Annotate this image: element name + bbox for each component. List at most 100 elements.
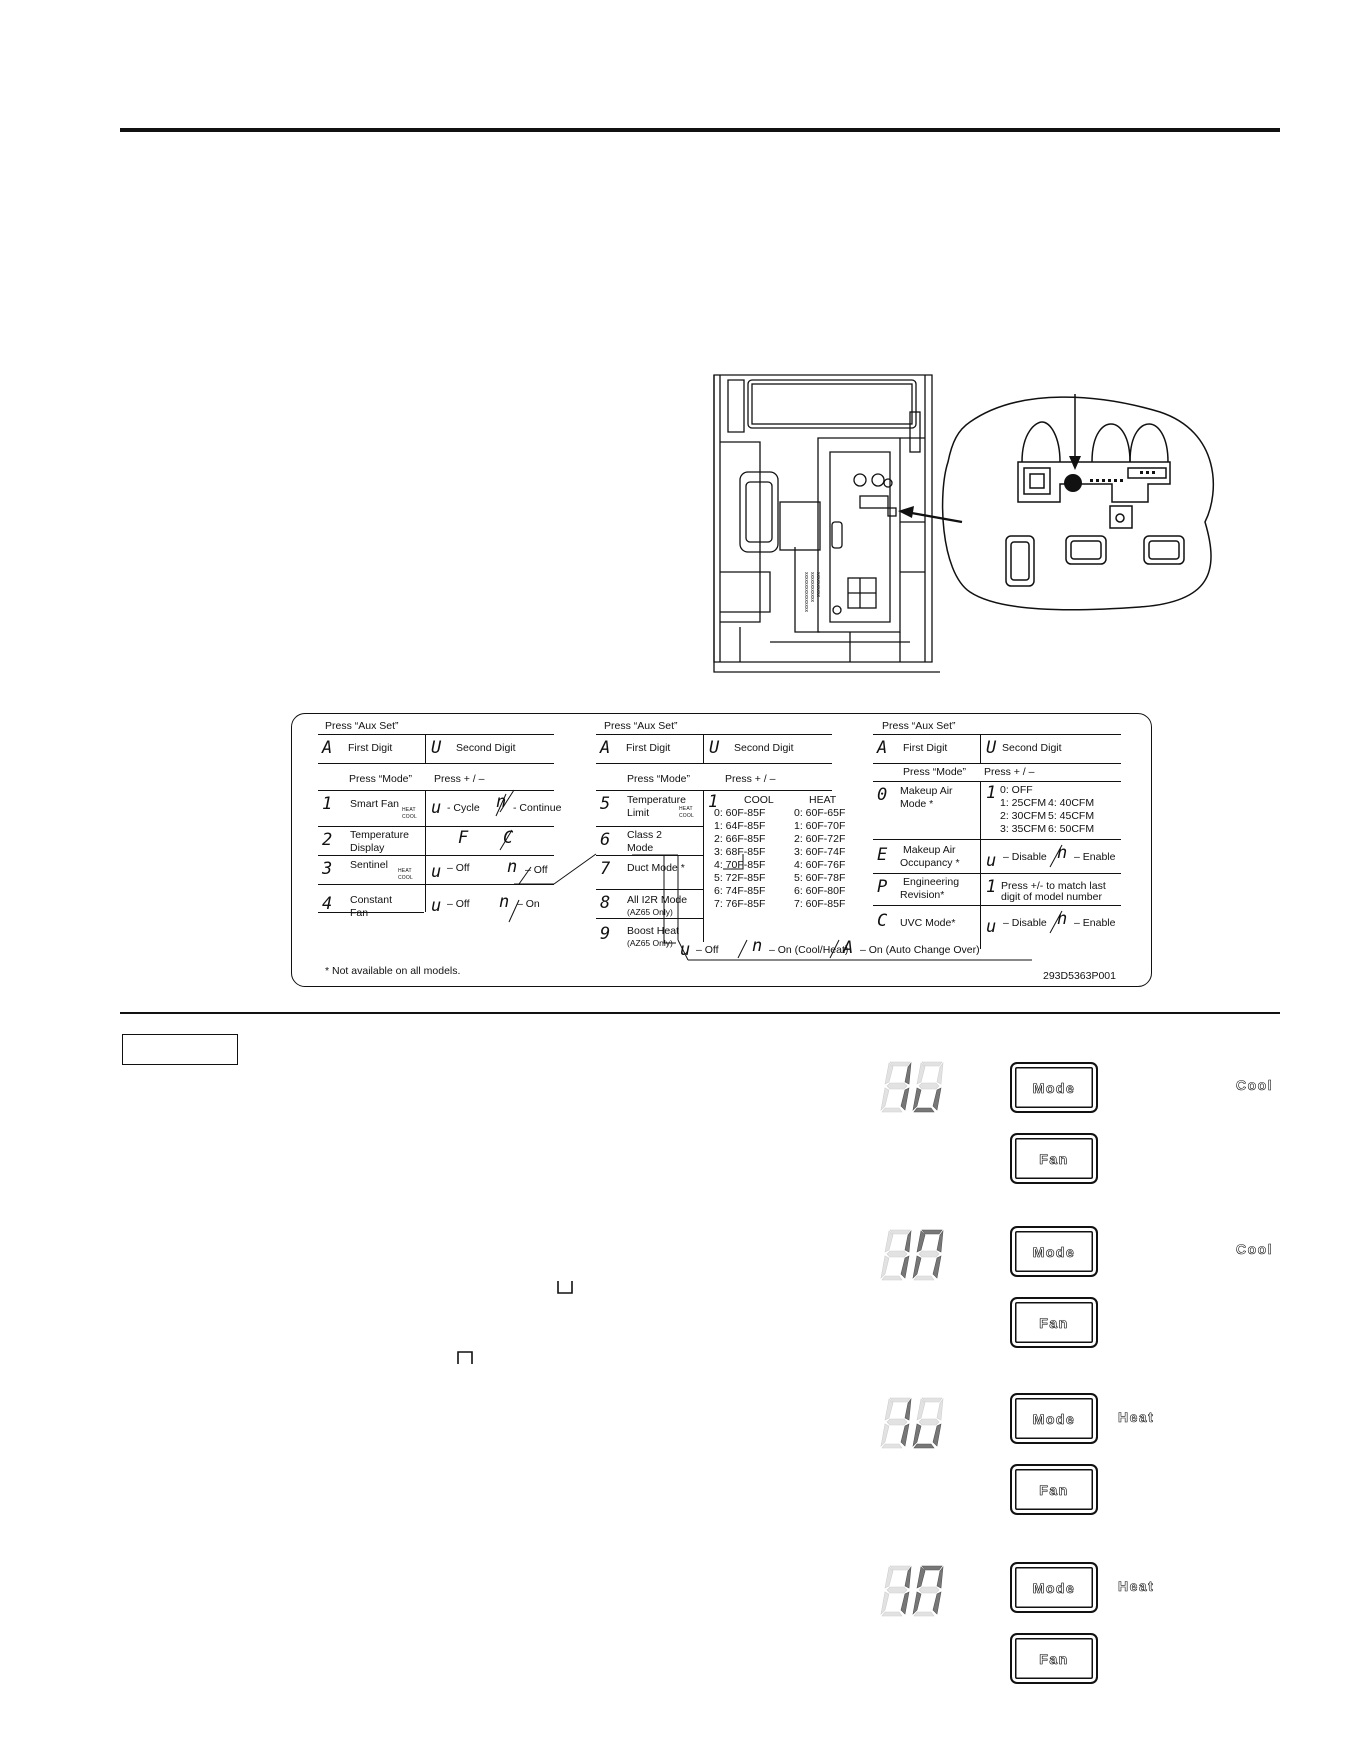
display-1u: [880, 1061, 944, 1113]
temp-limit-cool-value: 6: 74F-85F: [714, 885, 766, 897]
duct-off-glyph: u: [680, 940, 691, 960]
col3-first-digit-label: First Digit: [903, 742, 948, 754]
cfm-5: 5: 45CFM: [1048, 810, 1095, 822]
col1-second-digit-glyph: U: [431, 738, 442, 758]
duct-mode-connector: [723, 854, 744, 870]
fan-button[interactable]: Fan: [1010, 1633, 1098, 1684]
temp-display-label-2: Display: [350, 842, 385, 854]
constant-fan-on-glyph: n: [499, 892, 510, 912]
temp-limit-cool-header: COOL: [744, 794, 774, 806]
col3-first-digit-glyph: A: [877, 738, 888, 758]
duct-bracket: [514, 853, 1032, 961]
open-bracket-glyph: [557, 1281, 573, 1294]
boost-heat-label-1: Boost Heat: [627, 925, 679, 937]
temp-display-glyph: 2: [322, 830, 333, 850]
makeup-air-glyph: 0: [877, 785, 888, 805]
cfm-6: 6: 50CFM: [1048, 823, 1095, 835]
cfm-1: 1: 25CFM: [1000, 797, 1047, 809]
temp-limit-cool-value: 5: 72F-85F: [714, 872, 766, 884]
col3-second-digit-glyph: U: [986, 738, 997, 758]
uvc-label: UVC Mode*: [900, 917, 956, 929]
uvc-glyph: C: [877, 911, 888, 931]
col3-press-mode: Press “Mode”: [903, 766, 967, 778]
cfm-4: 4: 40CFM: [1048, 797, 1095, 809]
occupancy-disable-label: – Disable: [1003, 851, 1047, 863]
constant-fan-label-1: Constant: [350, 894, 393, 906]
cfm-2: 2: 30CFM: [1000, 810, 1047, 822]
sentinel-off-label: – Off: [447, 862, 470, 874]
makeup-air-label-1: Makeup Air: [900, 785, 953, 797]
makeup-air-label-2: Mode *: [900, 798, 934, 810]
part-number: 293D5363P001: [1043, 970, 1116, 982]
cfm-3: 3: 35CFM: [1000, 823, 1047, 835]
display-1u-b: [880, 1397, 944, 1449]
temp-display-label-1: Temperature: [350, 829, 409, 841]
temp-limit-cool-value: 2: 66F-85F: [714, 833, 766, 845]
occupancy-enable-glyph: n: [1057, 843, 1068, 863]
col2-first-digit-label: First Digit: [626, 742, 671, 754]
col1-press-plus-minus: Press + / –: [434, 773, 485, 785]
constant-fan-on-label: – On: [517, 898, 540, 910]
mode-button[interactable]: Mode: [1010, 1393, 1098, 1444]
section-rule: [120, 1012, 1280, 1014]
top-rule: [120, 128, 1280, 132]
temp-limit-heat-value: 0: 60F-65F: [794, 807, 846, 819]
mode-button[interactable]: Mode: [1010, 1226, 1098, 1277]
engineering-value-2: digit of model number: [1001, 891, 1102, 903]
sentinel-cool-indicator: COOL: [398, 875, 413, 881]
heat-label: Heat: [1118, 1409, 1155, 1426]
sentinel-heat-indicator: HEAT: [398, 868, 412, 874]
duct-mode-glyph: 7: [600, 859, 611, 879]
occupancy-disable-glyph: u: [986, 851, 997, 871]
col3-press-plus-minus: Press + / –: [984, 766, 1035, 778]
col2-first-digit-glyph: A: [600, 738, 611, 758]
duct-on-glyph: n: [752, 936, 763, 956]
temp-limit-heat-value: 4: 60F-76F: [794, 859, 846, 871]
mode-button[interactable]: Mode: [1010, 1062, 1098, 1113]
duct-mode-label: Duct Mode *: [627, 862, 685, 874]
temp-limit-heat-value: 2: 60F-72F: [794, 833, 846, 845]
smart-fan-heat-indicator: HEAT: [402, 807, 416, 813]
sentinel-label: Sentinel: [350, 859, 388, 871]
svg-text:xxxxxxxxxxxxxxxx: xxxxxxxxxxxxxxxx: [803, 572, 809, 613]
col2-second-digit-label: Second Digit: [734, 742, 794, 754]
sentinel-off-glyph: u: [431, 862, 442, 882]
smart-fan-glyph: 1: [322, 794, 333, 814]
class2-label-1: Class 2: [627, 829, 663, 841]
cool-label: Cool: [1236, 1077, 1274, 1094]
duct-auto-label: – On (Auto Change Over): [860, 944, 980, 956]
duct-on-label: – On (Cool/Heat): [769, 944, 849, 956]
fan-button[interactable]: Fan: [1010, 1133, 1098, 1184]
constant-fan-off-glyph: u: [431, 896, 442, 916]
col1-slashes-3: [495, 793, 507, 817]
smart-fan-cool-indicator: COOL: [402, 814, 417, 820]
display-1n-b: [880, 1565, 944, 1617]
temp-limit-cool-value: 1: 64F-85F: [714, 820, 766, 832]
occupancy-glyph: E: [877, 845, 888, 865]
temp-limit-heat-header: HEAT: [809, 794, 837, 806]
mode-button[interactable]: Mode: [1010, 1562, 1098, 1613]
temp-limit-cool-value: 4: 70F-85F: [714, 859, 766, 871]
col1-first-digit-label: First Digit: [348, 742, 393, 754]
temp-display-c-glyph: C: [503, 828, 514, 848]
temp-limit-label-1: Temperature: [627, 794, 686, 806]
uvc-enable-glyph: n: [1057, 909, 1068, 929]
smart-fan-cycle-glyph: u: [431, 798, 442, 818]
fan-button[interactable]: Fan: [1010, 1464, 1098, 1515]
col2-second-digit-glyph: U: [709, 738, 720, 758]
svg-text:xxxxxxxxxx: xxxxxxxxxx: [815, 572, 821, 598]
temp-limit-heat-value: 6: 60F-80F: [794, 885, 846, 897]
all-i2r-glyph: 8: [600, 893, 611, 913]
aux-set-card: Press “Aux Set” A First Digit U Second D…: [291, 713, 1152, 987]
heat-label: Heat: [1118, 1578, 1155, 1595]
col2-press-mode: Press “Mode”: [627, 773, 691, 785]
smart-fan-cycle-label: - Cycle: [447, 802, 480, 814]
uvc-disable-label: – Disable: [1003, 917, 1047, 929]
fan-button[interactable]: Fan: [1010, 1297, 1098, 1348]
unit-illustration: xxxxxxxxxxxxxxxx xxxxxxxxxxxx xxxxxxxxxx: [713, 374, 1215, 673]
temp-limit-heat-indicator: HEAT: [679, 806, 693, 812]
cfm-0: 0: OFF: [1000, 784, 1033, 796]
col1-first-digit-glyph: A: [322, 738, 333, 758]
boost-heat-glyph: 9: [600, 924, 611, 944]
temp-limit-value-glyph: 1: [708, 792, 719, 812]
